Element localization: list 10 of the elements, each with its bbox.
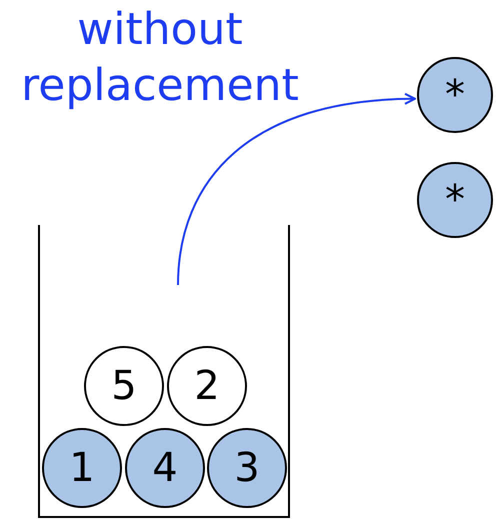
arrow [177, 93, 416, 286]
ball: * [417, 57, 493, 133]
ball: 1 [42, 428, 122, 508]
ball: 5 [84, 346, 164, 426]
ball: * [417, 162, 493, 238]
edge-label: without replacement [20, 3, 300, 113]
container-drawing [38, 225, 290, 518]
ball: 4 [125, 428, 205, 508]
ball: 2 [167, 346, 247, 426]
ball: 3 [207, 428, 287, 508]
